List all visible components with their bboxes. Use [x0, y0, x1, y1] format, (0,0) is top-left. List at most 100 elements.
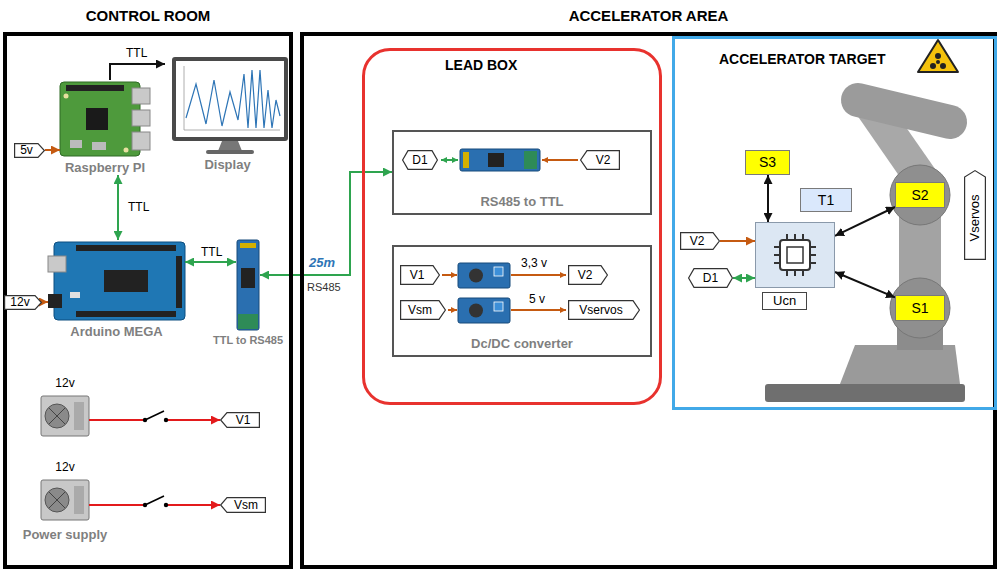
- power-supply: 12vPower supply: [20, 460, 110, 542]
- voltage-tag: Vsm: [220, 497, 266, 513]
- panel-heading: ACCELERATOR AREA: [304, 7, 993, 25]
- image-area: [165, 55, 290, 155]
- tag-outline: [581, 151, 620, 170]
- tag-outline: [401, 301, 446, 320]
- rs485-ttl-module: [441, 159, 458, 161]
- rs485-ttl-module: [542, 159, 578, 161]
- chip-pin: [802, 270, 804, 276]
- panel-heading: CONTROL ROOM: [7, 7, 289, 25]
- microcontroller: Ucn: [755, 222, 835, 288]
- switch-symbol: [143, 418, 147, 422]
- connector: [117, 175, 119, 240]
- tag-text: V2: [690, 232, 705, 250]
- chip-label: Ucn: [762, 292, 807, 310]
- power-supply-unit: [74, 402, 84, 430]
- tag-text: V2: [578, 265, 593, 285]
- rs485-ttl-module: [441, 149, 578, 171]
- raspberry-pi-board: [92, 142, 106, 150]
- ttl-rs485-module: [240, 243, 256, 248]
- panel-heading: LEAD BOX: [445, 57, 517, 74]
- chip-pin: [774, 246, 780, 248]
- module-box: RS485 to TTLD1V2: [392, 130, 652, 215]
- chip-icon: [787, 247, 803, 263]
- image-area: [48, 240, 185, 322]
- box-caption: RS485 to TTL: [394, 194, 650, 210]
- chip-pin: [810, 262, 816, 264]
- raspberry-pi-board: [86, 108, 108, 130]
- image-area: [20, 475, 110, 525]
- tag-text: Vsm: [408, 300, 432, 320]
- power-supply-unit: [45, 404, 69, 428]
- raspberry-pi-board: [64, 94, 69, 99]
- power-supply-unit: [49, 492, 65, 508]
- rs485-ttl-module: [463, 152, 469, 168]
- dc-dc-converter: [494, 302, 503, 311]
- voltage-tag: Vsm: [400, 300, 446, 320]
- annotation-label: RS485: [307, 280, 341, 294]
- rs485-ttl-module: [460, 149, 540, 171]
- sensor-label: S3: [759, 151, 776, 174]
- display-monitor: [218, 141, 242, 151]
- connector: [45, 149, 60, 151]
- dc-dc-converter: [442, 274, 457, 276]
- tag-text: V1: [410, 265, 425, 285]
- room-panel: CONTROL ROOM5vRaspberry PIDisplay12vArdu…: [3, 32, 293, 569]
- voltage-tag: Vservos: [568, 300, 640, 320]
- dc-dc-converter: [469, 269, 483, 283]
- arduino-mega-board: [176, 256, 182, 308]
- raspberry-pi-board: [60, 82, 140, 156]
- voltage-tag: Vservos: [964, 170, 986, 260]
- display-monitor: [186, 70, 280, 128]
- dc-dc-converter: [442, 263, 566, 288]
- dc-dc-converter: [511, 309, 566, 311]
- connector: [733, 277, 755, 279]
- chip-pin: [794, 234, 796, 240]
- radiation-sign: [930, 63, 936, 69]
- connector-label: TTL: [199, 245, 224, 259]
- chip-pin: [794, 270, 796, 276]
- switch-symbol: [143, 410, 168, 425]
- arduino-mega-board: [54, 242, 185, 320]
- robot-arm: [890, 278, 950, 338]
- switch-symbol: [164, 503, 168, 507]
- raspberry-pi-board: [132, 132, 150, 150]
- lead-box: LEAD BOXRS485 to TTLD1V2Dc/DC converterV…: [362, 48, 662, 405]
- connector: [260, 172, 392, 275]
- tag-text: D1: [412, 150, 427, 170]
- dc-dc-converter: [511, 274, 566, 276]
- connector-label: TTL: [124, 46, 149, 60]
- arduino-mega: Arduino MEGA: [48, 240, 185, 339]
- chip-pin: [786, 270, 788, 276]
- chip-pin: [802, 234, 804, 240]
- tag-text: V1: [236, 412, 251, 428]
- tag-text: 12v: [10, 295, 29, 310]
- raspberry-pi-board: [132, 88, 150, 104]
- radiation-sign: [935, 53, 941, 59]
- chip-outline: [755, 222, 835, 288]
- rs485-ttl-module: [488, 153, 504, 167]
- connector: [185, 261, 236, 263]
- switch-symbol: [145, 411, 164, 420]
- display-monitor: [176, 61, 284, 137]
- sensor-label: S1: [911, 296, 928, 320]
- radiation-sign: [918, 40, 958, 72]
- connector: [110, 64, 165, 80]
- component-caption: Raspberry PI: [65, 160, 145, 175]
- tag-outline: [221, 413, 260, 428]
- chip-outline: [756, 223, 835, 288]
- arduino-mega-board: [48, 256, 66, 272]
- tag-outline: [569, 301, 640, 320]
- power-supply-unit: [45, 488, 69, 512]
- signal-tag: D1: [688, 268, 733, 288]
- display-monitor: [206, 150, 254, 154]
- robot-arm: [890, 165, 950, 225]
- sensor-box: T1: [800, 188, 852, 212]
- voltage-tag: V1: [220, 412, 260, 428]
- radiation-sign: [936, 60, 940, 64]
- switch-symbol: [143, 410, 168, 425]
- tag-text: Vservos: [579, 300, 622, 320]
- display-monitor: [172, 57, 288, 141]
- power-supply-unit: [49, 408, 65, 424]
- voltage-tag: V1: [400, 265, 440, 285]
